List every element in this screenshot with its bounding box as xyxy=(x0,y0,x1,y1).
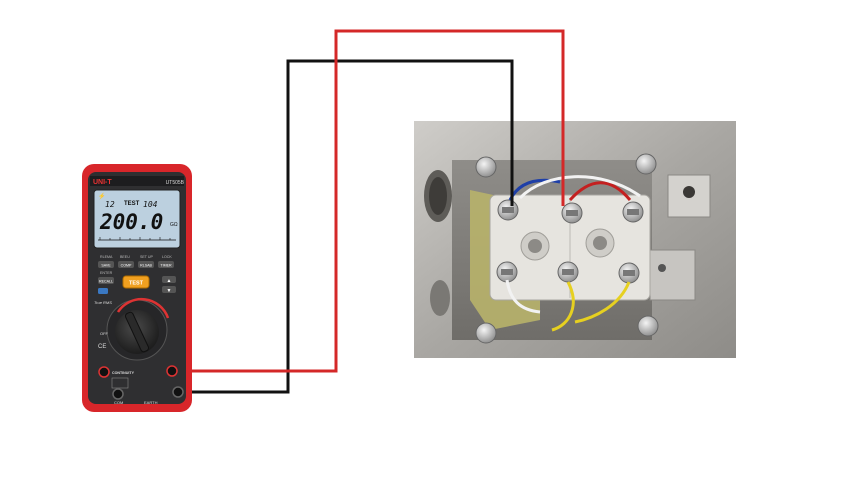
terminal-top-right xyxy=(622,201,644,223)
terminal-bottom-middle xyxy=(557,261,579,283)
terminal-top-left xyxy=(497,199,519,221)
range-arc xyxy=(116,297,170,319)
save-button-label: SAVE xyxy=(101,264,111,268)
rotary-dial[interactable]: OFF xyxy=(100,297,170,361)
continuity-jack[interactable] xyxy=(98,366,110,378)
test-button-label: TEST xyxy=(129,281,144,287)
winding-lead-white xyxy=(518,175,641,200)
mounting-screw xyxy=(475,322,497,344)
terminal-bottom-left xyxy=(496,261,518,283)
model-label: UT505B xyxy=(166,180,185,186)
lcd-main-reading: 200.0 xyxy=(99,210,163,234)
recall-button[interactable]: RECALL xyxy=(98,277,114,284)
test-button[interactable]: TEST xyxy=(122,275,150,289)
black-test-lead xyxy=(178,59,514,394)
true-rms-label: True RMS xyxy=(94,300,112,305)
comp-button-caption: BEEU xyxy=(120,255,130,259)
com-label: COM xyxy=(114,400,123,405)
enter-caption: ENTER xyxy=(100,271,113,275)
dial-pointer xyxy=(124,311,150,353)
lcd-bargraph xyxy=(98,237,176,241)
setup-button-caption: SET UP xyxy=(140,255,154,259)
lcd-test-label: TEST xyxy=(124,201,140,207)
test-leads xyxy=(172,29,565,394)
lcd-test-value: 104 xyxy=(143,200,158,209)
comp-button[interactable]: COMP xyxy=(118,261,134,268)
comp-button-label: COMP xyxy=(121,264,132,268)
up-button[interactable]: ▲ xyxy=(162,276,176,284)
save-button[interactable]: SAVE xyxy=(98,261,114,268)
terminal-top-middle xyxy=(561,202,583,224)
insulation-tester: UNI-T UT505B ⚡ 12 TEST 104 200.0 GΩ RLEM… xyxy=(82,164,192,412)
timer-button-label: TIMER xyxy=(160,264,172,268)
lock-button-caption: LOCK xyxy=(162,255,172,259)
rlsab-button[interactable]: RLSAB xyxy=(138,261,154,268)
recall-button-label: RECALL xyxy=(99,280,113,284)
lcd-display xyxy=(93,189,181,249)
down-arrow-icon: ▼ xyxy=(167,288,172,294)
hv-warning-icon: ⚡ xyxy=(98,192,105,200)
terminal-bottom-right xyxy=(618,262,640,284)
com-jack[interactable] xyxy=(112,388,124,400)
lcd-range: 12 xyxy=(105,200,115,209)
ce-mark: CE xyxy=(98,344,106,350)
earth-jack[interactable] xyxy=(172,386,184,398)
nav-button[interactable] xyxy=(98,288,108,294)
mounting-screw xyxy=(635,153,657,175)
timer-button[interactable]: TIMER xyxy=(158,261,174,268)
mounting-screw xyxy=(475,156,497,178)
winding-lead-yellow xyxy=(551,281,575,332)
v-ohm-jack[interactable] xyxy=(166,365,178,377)
motor-terminal-box xyxy=(414,121,736,358)
mounting-screw xyxy=(637,315,659,337)
continuity-label: CONTINUITY xyxy=(112,371,135,375)
up-arrow-icon: ▲ xyxy=(167,278,172,284)
brand-logo: UNI-T xyxy=(93,179,112,186)
earth-label: EARTH xyxy=(144,400,158,405)
down-button[interactable]: ▼ xyxy=(162,286,176,294)
lcd-unit: GΩ xyxy=(170,222,178,228)
red-test-lead xyxy=(172,29,565,373)
rlsab-button-label: RLSAB xyxy=(140,264,152,268)
winding-lead-red xyxy=(568,181,632,202)
dial-off-label: OFF xyxy=(100,331,109,336)
save-button-caption: RLEMA xyxy=(100,255,113,259)
